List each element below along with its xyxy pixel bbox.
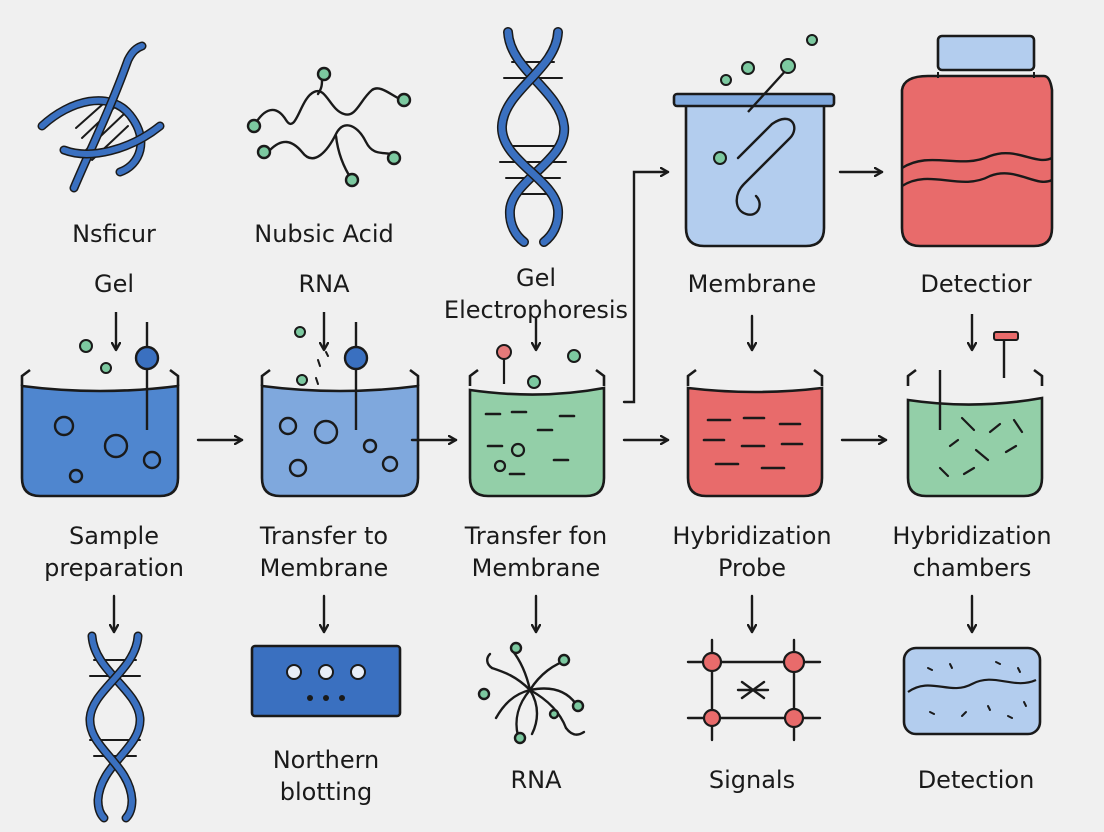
gel-beaker-icon <box>468 318 606 498</box>
label-transfer-to-1: Transfer to <box>259 522 388 550</box>
label-rna-bottom: RNA <box>510 766 562 794</box>
nucleic-acid-strand-icon <box>246 66 412 188</box>
label-membrane: Membrane <box>688 270 817 298</box>
dna-double-helix-icon <box>497 27 570 247</box>
rna-network-icon <box>477 641 586 745</box>
label-transfer-to-2: Membrane <box>260 554 389 582</box>
label-northern-1: Northern <box>273 746 380 774</box>
label-detection: Detection <box>918 766 1035 794</box>
signal-grid-icon <box>686 638 822 742</box>
label-hyb-probe-2: Probe <box>718 554 786 582</box>
label-hyb-chambers-2: chambers <box>913 554 1032 582</box>
label-signals: Signals <box>709 766 795 794</box>
sample-beaker-icon <box>20 312 180 498</box>
transfer-beaker-icon <box>260 312 420 498</box>
label-gel-electrophoresis-1: Gel <box>516 264 556 292</box>
labels: Nsficur Nubsic Acid Gel RNA Gel Electrop… <box>44 220 1052 806</box>
hybridization-beaker-icon <box>686 368 824 498</box>
label-sample-2: preparation <box>44 554 184 582</box>
label-transfer-fon-1: Transfer fon <box>464 522 607 550</box>
label-nsficur: Nsficur <box>72 220 156 248</box>
label-gel-top: Gel <box>94 270 134 298</box>
chamber-beaker-icon <box>906 314 1044 498</box>
detection-membrane-icon <box>902 646 1042 736</box>
detection-jar-icon <box>900 34 1054 248</box>
membrane-tank-icon <box>672 34 836 248</box>
label-northern-2: blotting <box>280 778 373 806</box>
flow-arrows <box>114 172 972 634</box>
label-hyb-chambers-1: Hybridization <box>892 522 1051 550</box>
label-sample-1: Sample <box>69 522 159 550</box>
label-gel-electrophoresis-2: Electrophoresis <box>444 296 628 324</box>
dna-helix-icon <box>37 41 165 193</box>
label-transfer-fon-2: Membrane <box>472 554 601 582</box>
bottom-dna-icon <box>85 631 145 823</box>
arrow-gel-to-membrane <box>622 172 670 404</box>
blot-membrane-icon <box>250 644 402 718</box>
label-hyb-probe-1: Hybridization <box>672 522 831 550</box>
label-rna-top: RNA <box>298 270 350 298</box>
label-nubsic-acid: Nubsic Acid <box>254 220 394 248</box>
label-detectior: Detectior <box>920 270 1031 298</box>
